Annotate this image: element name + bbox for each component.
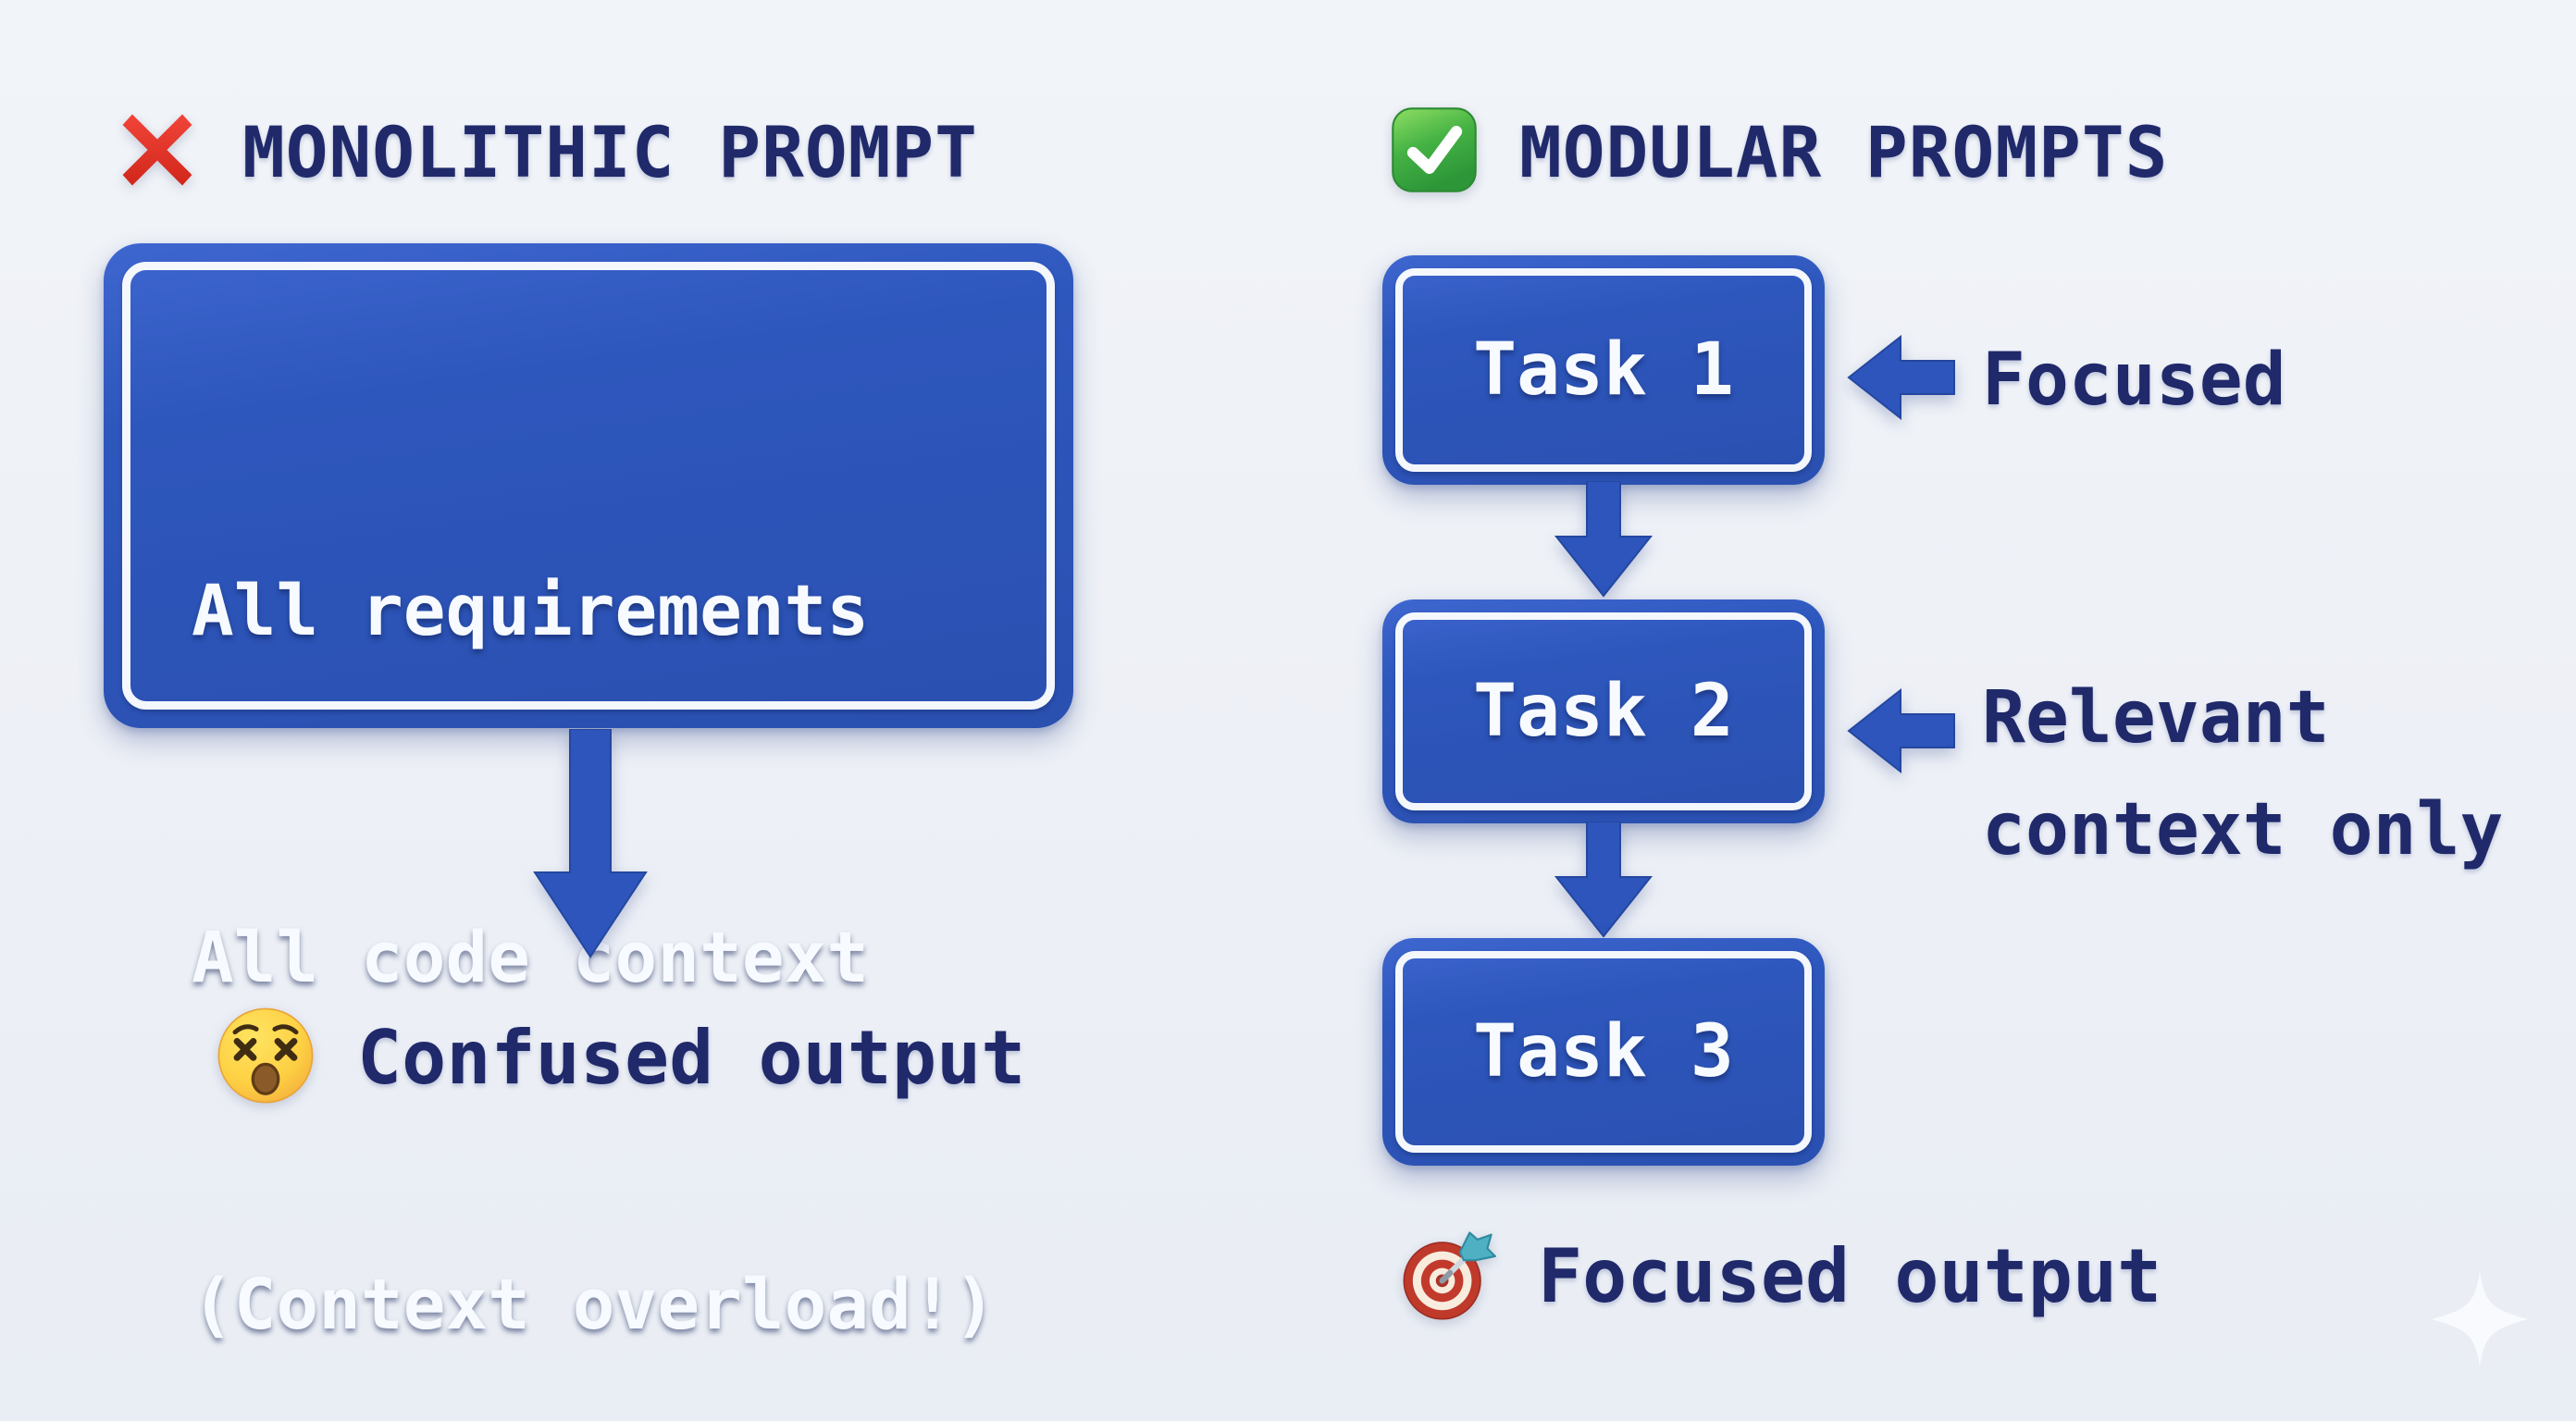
task-3-box: Task 3 <box>1382 938 1825 1166</box>
monolithic-prompt-box: All requirements All code context (Conte… <box>104 243 1073 1345</box>
cross-mark-icon <box>109 102 205 202</box>
box-line-2: All code context <box>192 916 870 998</box>
modular-heading-label: MODULAR PROMPTS <box>1519 110 2169 193</box>
down-arrow-icon <box>1549 480 1658 603</box>
sparkle-icon <box>2424 1264 2535 1378</box>
down-arrow-icon <box>1549 821 1658 944</box>
task-1-box: Task 1 <box>1382 255 1825 485</box>
confused-output-label: Confused output <box>357 1014 1026 1101</box>
task-2-annotation: Relevant context only <box>1982 676 2504 871</box>
modular-heading: MODULAR PROMPTS <box>1386 98 2168 205</box>
dizzy-face-icon <box>215 1005 316 1110</box>
confused-output-row: Confused output <box>215 1005 1025 1110</box>
task-3-label: Task 3 <box>1473 1010 1734 1094</box>
box-line-1: All requirements <box>192 569 870 651</box>
task-1-annotation: Focused <box>1982 339 2286 422</box>
target-icon <box>1399 1225 1497 1327</box>
monolithic-heading: MONOLITHIC PROMPT <box>109 98 978 205</box>
monolithic-box-text: All requirements All code context (Conte… <box>192 321 996 1421</box>
left-arrow-icon <box>1847 334 1956 424</box>
down-arrow-icon <box>524 728 657 964</box>
box-line-3: (Context overload!) <box>192 1263 997 1345</box>
left-arrow-icon <box>1847 687 1956 777</box>
focused-output-label: Focused output <box>1538 1232 2162 1319</box>
task-2-label: Task 2 <box>1473 670 1734 753</box>
focused-output-row: Focused output <box>1399 1225 2161 1327</box>
monolithic-heading-label: MONOLITHIC PROMPT <box>242 110 978 193</box>
check-mark-icon <box>1386 102 1482 202</box>
task-2-box: Task 2 <box>1382 599 1825 823</box>
task-1-label: Task 1 <box>1473 328 1734 412</box>
